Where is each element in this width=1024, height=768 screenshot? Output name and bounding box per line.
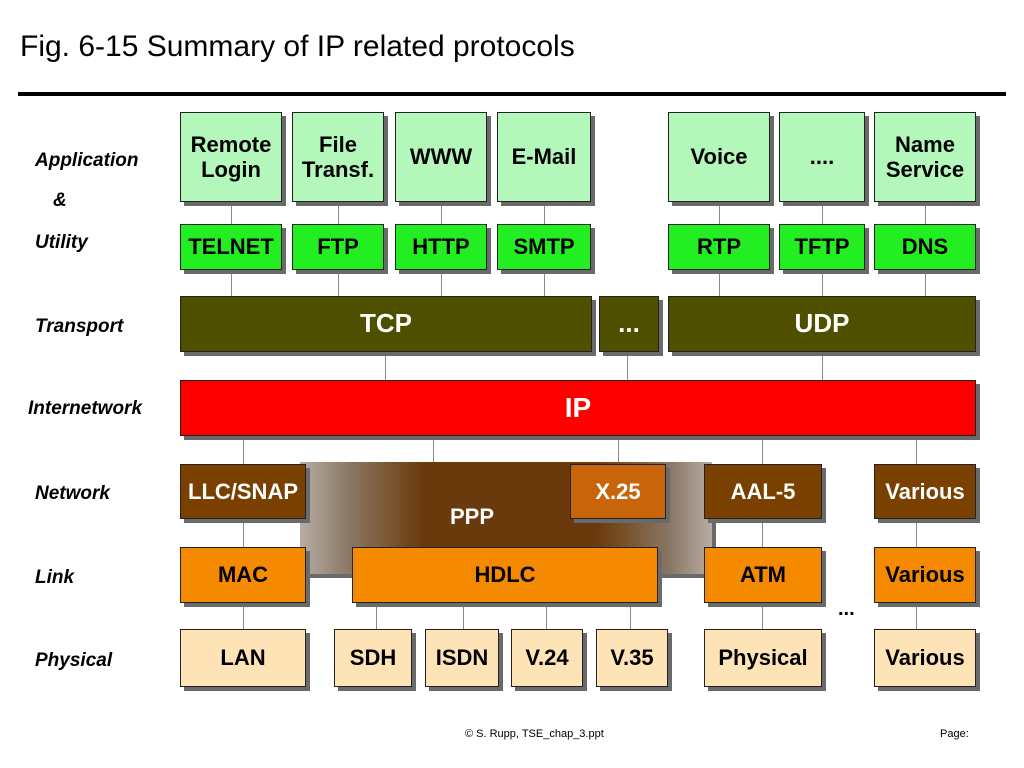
connector-line <box>544 270 545 296</box>
app-email: E-Mail <box>497 112 591 202</box>
network-ppp: PPP <box>450 504 495 529</box>
physical-various: Various <box>874 629 976 687</box>
physical-v35: V.35 <box>596 629 668 687</box>
app-more: .... <box>779 112 865 202</box>
connector-line <box>822 270 823 296</box>
connector-line <box>822 352 823 380</box>
layer-label-application: Application <box>35 150 139 171</box>
network-x25: X.25 <box>570 464 666 519</box>
network-aal5: AAL-5 <box>704 464 822 519</box>
proto-ftp: FTP <box>292 224 384 270</box>
connector-line <box>630 603 631 629</box>
connector-line <box>916 603 917 629</box>
connector-line <box>441 270 442 296</box>
connector-line <box>618 436 619 464</box>
connector-line <box>762 519 763 547</box>
connector-line <box>925 270 926 296</box>
connector-line <box>243 603 244 629</box>
transport-more: ... <box>599 296 659 352</box>
connector-line <box>719 202 720 224</box>
connector-line <box>243 436 244 464</box>
link-atm: ATM <box>704 547 822 603</box>
connector-line <box>916 436 917 464</box>
footer-copyright: © S. Rupp, TSE_chap_3.ppt <box>465 728 604 740</box>
connector-line <box>762 436 763 464</box>
connector-line <box>463 603 464 629</box>
proto-rtp: RTP <box>668 224 770 270</box>
connector-line <box>231 202 232 224</box>
link-mac: MAC <box>180 547 306 603</box>
connector-line <box>441 202 442 224</box>
app-voice: Voice <box>668 112 770 202</box>
title-rule <box>18 92 1006 96</box>
link-more: ... <box>838 598 855 620</box>
connector-line <box>627 352 628 380</box>
connector-line <box>433 436 434 464</box>
connector-line <box>719 270 720 296</box>
layer-label-network: Network <box>35 483 110 504</box>
connector-line <box>546 603 547 629</box>
link-various: Various <box>874 547 976 603</box>
proto-telnet: TELNET <box>180 224 282 270</box>
connector-line <box>762 603 763 629</box>
physical-physical: Physical <box>704 629 822 687</box>
connector-line <box>544 202 545 224</box>
app-remote-login: Remote Login <box>180 112 282 202</box>
proto-http: HTTP <box>395 224 487 270</box>
physical-lan: LAN <box>180 629 306 687</box>
transport-udp: UDP <box>668 296 976 352</box>
physical-sdh: SDH <box>334 629 412 687</box>
layer-label-internetwork: Internetwork <box>28 398 143 419</box>
proto-smtp: SMTP <box>497 224 591 270</box>
transport-tcp: TCP <box>180 296 592 352</box>
proto-dns: DNS <box>874 224 976 270</box>
connector-line <box>925 202 926 224</box>
layer-label-link: Link <box>35 567 75 588</box>
layer-label-physical: Physical <box>35 650 113 671</box>
connector-line <box>822 202 823 224</box>
page-title: Fig. 6-15 Summary of IP related protocol… <box>20 30 575 63</box>
app-name-service: Name Service <box>874 112 976 202</box>
layer-label-transport: Transport <box>35 316 124 337</box>
connector-line <box>376 603 377 629</box>
connector-line <box>338 270 339 296</box>
physical-isdn: ISDN <box>425 629 499 687</box>
layer-label-utility: Utility <box>35 232 88 253</box>
connector-line <box>385 352 386 380</box>
connector-line <box>243 519 244 547</box>
connector-line <box>338 202 339 224</box>
app-file-transfer: File Transf. <box>292 112 384 202</box>
network-various: Various <box>874 464 976 519</box>
internetwork-ip: IP <box>180 380 976 436</box>
physical-v24: V.24 <box>511 629 583 687</box>
footer-page: Page: <box>940 728 969 740</box>
app-www: WWW <box>395 112 487 202</box>
link-hdlc: HDLC <box>352 547 658 603</box>
connector-line <box>231 270 232 296</box>
connector-line <box>916 519 917 547</box>
network-llc-snap: LLC/SNAP <box>180 464 306 519</box>
layer-label-ampersand: & <box>53 190 67 211</box>
proto-tftp: TFTP <box>779 224 865 270</box>
